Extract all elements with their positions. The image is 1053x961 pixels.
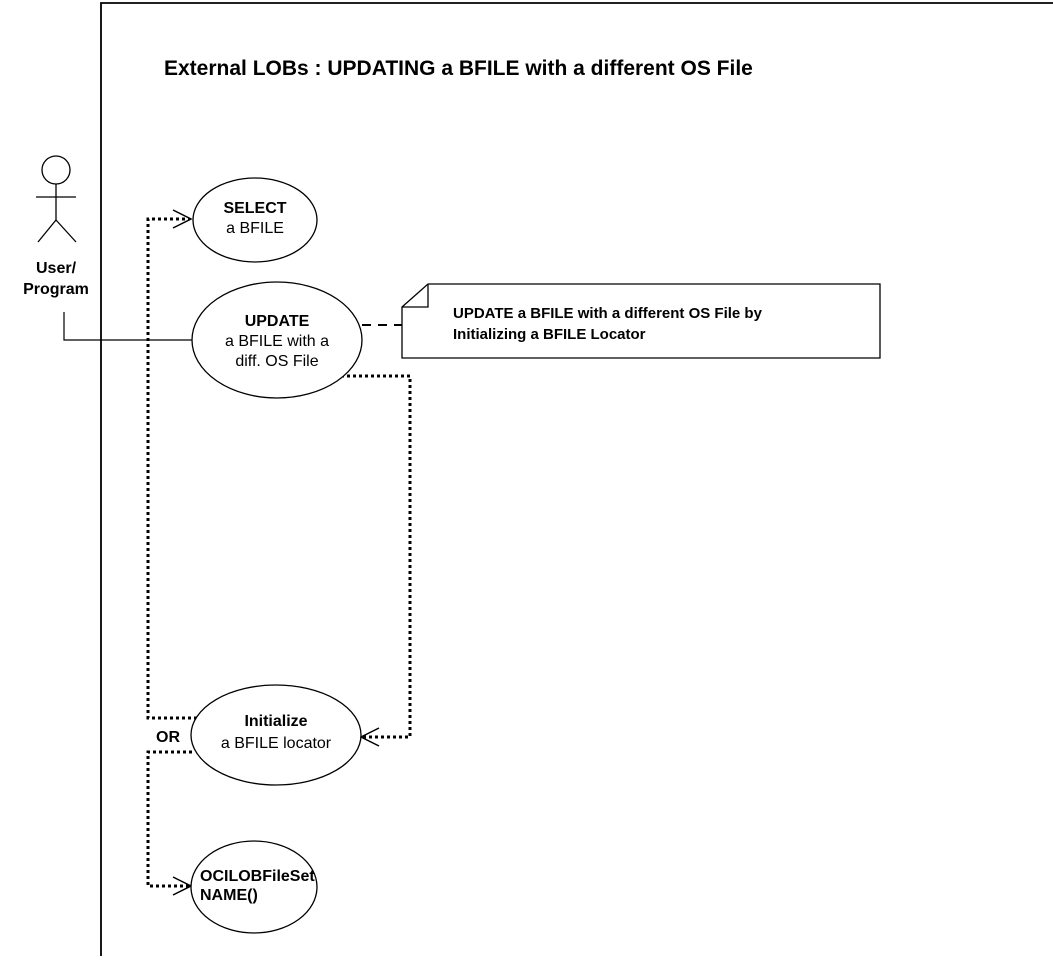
actor-label-line1: User/ xyxy=(36,260,77,277)
note-box xyxy=(401,283,881,359)
note-text-line1: UPDATE a BFILE with a different OS File … xyxy=(453,305,763,322)
or-label: OR xyxy=(156,729,180,746)
use-case-oci-ellipse xyxy=(190,840,318,934)
use-case-oci-line2: NAME() xyxy=(200,887,258,904)
use-case-oci-line1: OCILOBFileSet xyxy=(200,868,315,885)
system-boundary xyxy=(100,2,1053,956)
note-text-line2: Initializing a BFILE Locator xyxy=(453,326,646,343)
update-to-initialize-dependency xyxy=(341,374,412,739)
use-case-initialize-ellipse xyxy=(190,684,362,786)
actor-head xyxy=(41,155,71,185)
use-case-select-line2: a BFILE xyxy=(226,220,284,237)
actor-association-line xyxy=(63,312,197,341)
update-note: UPDATE a BFILE with a different OS File … xyxy=(401,283,881,359)
use-case-initialize-locator: Initialize a BFILE locator xyxy=(190,684,362,786)
actor-user-program: User/ Program xyxy=(23,155,89,298)
actor-left-leg xyxy=(37,219,57,243)
use-case-update-line3: diff. OS File xyxy=(235,353,318,370)
actor-right-leg xyxy=(55,219,77,243)
actor-label-line2: Program xyxy=(23,281,89,298)
use-case-select-line1: SELECT xyxy=(223,200,286,217)
use-case-initialize-line1: Initialize xyxy=(244,713,307,730)
initialize-to-select-arrowhead xyxy=(172,209,193,229)
note-folded-corner xyxy=(402,284,429,308)
use-case-initialize-line2: a BFILE locator xyxy=(221,735,332,752)
use-case-update-bfile: UPDATE a BFILE with a diff. OS File xyxy=(191,281,363,399)
use-case-update-ellipse xyxy=(191,281,363,399)
initialize-to-select-dependency xyxy=(146,217,197,720)
use-case-oci-filesetname: OCILOBFileSet NAME() xyxy=(190,840,318,934)
initialize-to-oci-dependency xyxy=(146,750,192,888)
use-case-select-bfile: SELECT a BFILE xyxy=(192,177,318,263)
diagram-title: External LOBs : UPDATING a BFILE with a … xyxy=(164,57,753,80)
use-case-update-line1: UPDATE xyxy=(245,313,310,330)
use-case-update-line2: a BFILE with a xyxy=(225,333,329,350)
use-case-select-ellipse xyxy=(192,177,318,263)
